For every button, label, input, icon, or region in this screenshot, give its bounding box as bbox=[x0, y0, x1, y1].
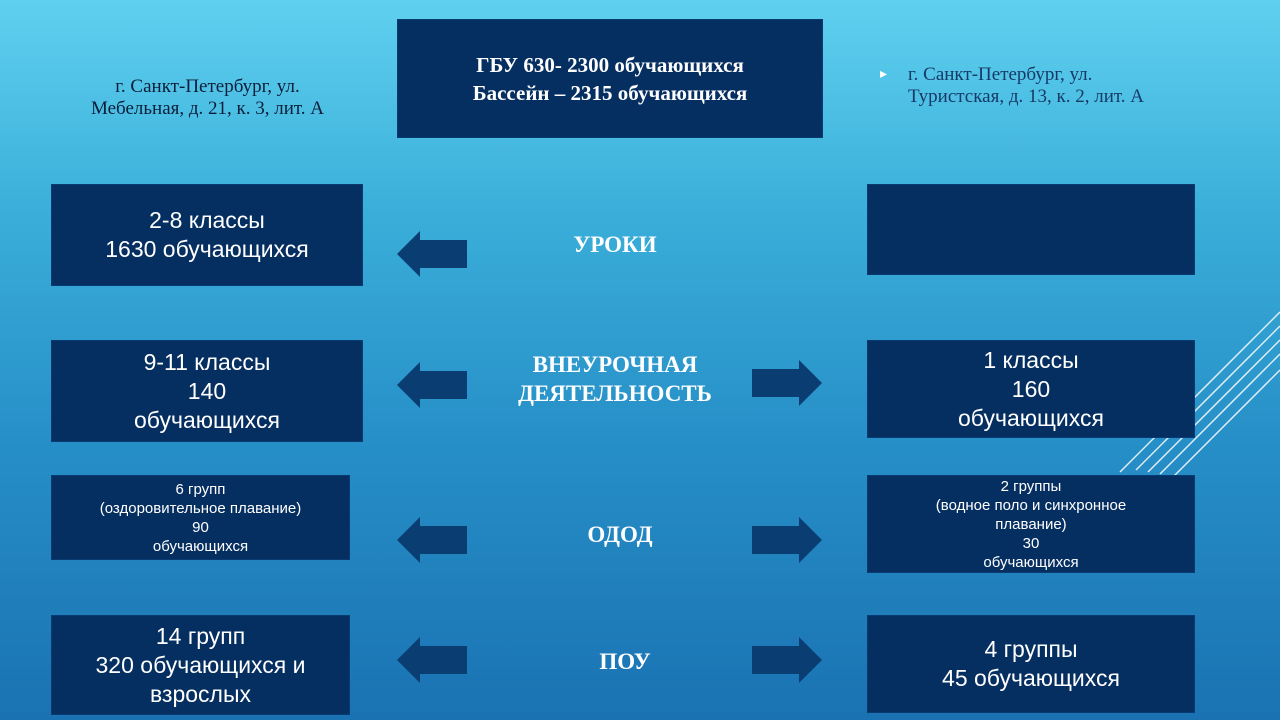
arrow-left-pou-icon bbox=[397, 637, 467, 683]
label-odod: ОДОД bbox=[587, 522, 653, 547]
address-right-bullet: ▸ bbox=[880, 67, 888, 82]
address-left: г. Санкт-Петербург, ул. Мебельная, д. 21… bbox=[90, 76, 325, 119]
arrow-right-extracurricular-icon bbox=[752, 360, 822, 406]
label-extracurricular: ВНЕУРОЧНАЯ ДЕЯТЕЛЬНОСТЬ bbox=[518, 352, 712, 406]
left-box-pou: 14 групп 320 обучающихся и взрослых bbox=[51, 615, 350, 715]
header-box: ГБУ 630- 2300 обучающихся Бассейн – 2315… bbox=[397, 19, 823, 138]
label-lessons: УРОКИ bbox=[573, 232, 657, 257]
address-right: г. Санкт-Петербург, ул. Туристская, д. 1… bbox=[908, 64, 1144, 107]
left-box-extracurricular: 9-11 классы 140 обучающихся bbox=[51, 340, 363, 442]
header-title-line2: Бассейн – 2315 обучающихся bbox=[472, 80, 748, 105]
right-box-lessons bbox=[867, 184, 1195, 275]
right-box-extracurricular: 1 классы 160 обучающихся bbox=[867, 340, 1195, 438]
left-box-odod: 6 групп (оздоровительное плавание) 90 об… bbox=[51, 475, 350, 560]
arrow-left-odod-icon bbox=[397, 517, 467, 563]
arrow-right-pou-icon bbox=[752, 637, 822, 683]
right-box-odod: 2 группы (водное поло и синхронное плава… bbox=[867, 475, 1195, 573]
right-box-pou: 4 группы 45 обучающихся bbox=[867, 615, 1195, 713]
arrow-left-extracurricular-icon bbox=[397, 362, 467, 408]
left-box-lessons: 2-8 классы 1630 обучающихся bbox=[51, 184, 363, 286]
label-pou: ПОУ bbox=[599, 649, 651, 674]
header-title-line1: ГБУ 630- 2300 обучающихся bbox=[476, 52, 744, 77]
arrow-left-lessons-icon bbox=[397, 231, 467, 277]
arrow-right-odod-icon bbox=[752, 517, 822, 563]
